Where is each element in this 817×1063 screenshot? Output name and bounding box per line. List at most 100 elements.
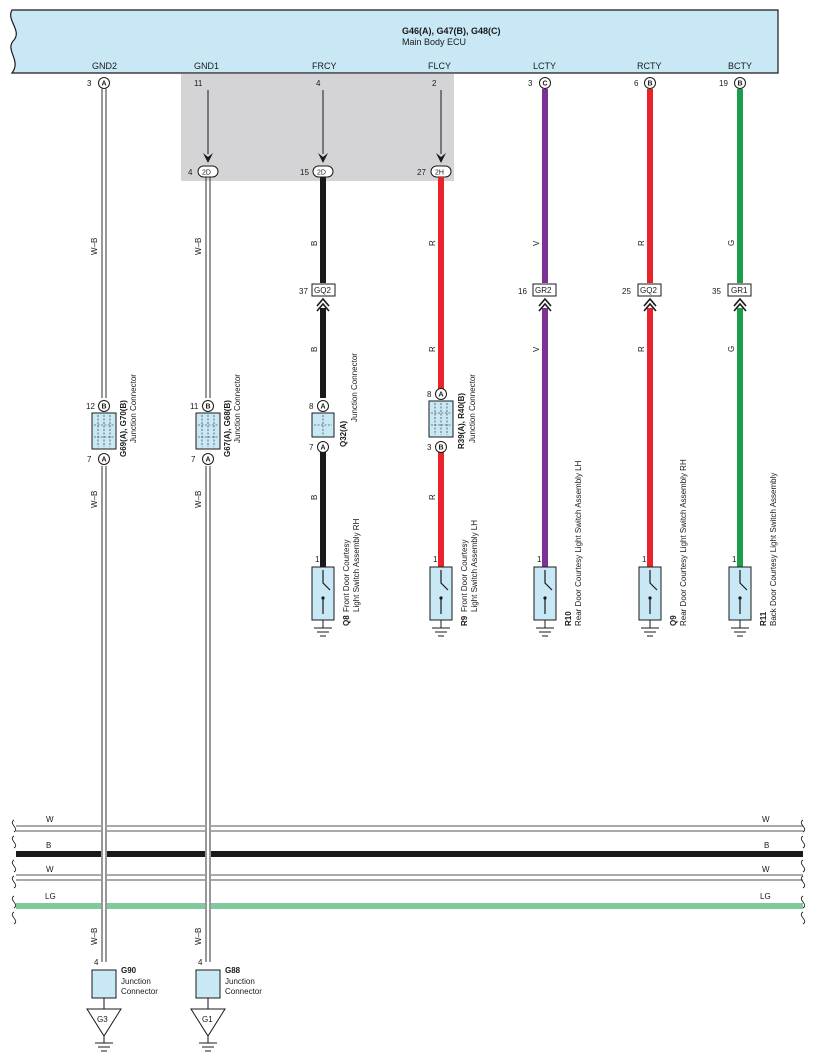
inline-code-3: 2H	[435, 170, 444, 177]
sw-q9-code: Q9	[669, 615, 678, 626]
pin-label-bcty: BCTY	[728, 61, 752, 71]
label-bcty-mid: G	[727, 346, 736, 352]
inline-pin-2: 15	[300, 168, 309, 177]
pin-label-flcy: FLCY	[428, 61, 451, 71]
label-lcty-upper: V	[532, 240, 541, 246]
sw-r10-line1: Rear Door Courtesy Light Switch Assembly…	[574, 460, 583, 626]
pin-label-rcty: RCTY	[637, 61, 662, 71]
label-flcy-lower: R	[428, 494, 437, 500]
sw-q9-line1: Rear Door Courtesy Light Switch Assembly…	[679, 459, 688, 626]
j-g69-top-badge: B	[102, 404, 107, 411]
pin-badge-rcty-text: B	[648, 81, 653, 88]
inline-pin-3: 27	[417, 168, 426, 177]
bus-lines: W W B B W W LG LG	[11, 815, 806, 925]
bus-label-w1-right: W	[762, 815, 770, 824]
inline-code-2: 2D	[317, 170, 326, 177]
j-g67-top-badge: B	[206, 404, 211, 411]
pin-label-frcy: FRCY	[312, 61, 337, 71]
label-lcty-mid: V	[532, 346, 541, 352]
ecu-pin-numbers: 3 A 11 4 2 3 C 6 B 19 B	[87, 77, 746, 89]
sw-r11-code: R11	[759, 611, 768, 626]
pin-num-rcty: 6	[634, 79, 639, 88]
pin-label-gnd2: GND2	[92, 61, 117, 71]
j-q32-desc: Junction Connector	[350, 353, 359, 422]
sw-r11-pin: 1	[732, 555, 737, 564]
j-g69-bottom-badge: A	[102, 457, 107, 464]
sw-q8-line1: Front Door Courtesy	[342, 540, 351, 612]
pin-badge-bcty	[734, 77, 746, 89]
switch-r9: 1 R9 Front Door Courtesy Light Switch As…	[429, 520, 479, 637]
j-r39-top-badge: A	[439, 392, 444, 399]
bottom-junction-g90: 4 G90 Junction Connector G3	[86, 958, 158, 1052]
label-gnd2-upper: W–B	[90, 238, 99, 255]
j-r39-name: R39(A), R40(B)	[457, 393, 466, 449]
sw-r10-pin: 1	[537, 555, 542, 564]
sw-r10-code: R10	[564, 611, 573, 626]
label-gnd1-mid: W–B	[194, 491, 203, 508]
inline-connectors: 4 2D 15 2D 27 2H	[188, 165, 452, 178]
pin-num-frcy: 4	[316, 79, 321, 88]
label-bcty-upper: G	[727, 240, 736, 246]
switch-q9: 1 Q9 Rear Door Courtesy Light Switch Ass…	[638, 459, 688, 637]
junction-g69: 12 B 7 A G69(A), G70(B) Junction Connect…	[86, 374, 138, 465]
pin-num-gnd1: 11	[194, 79, 203, 88]
bj-g88-code: G88	[225, 966, 241, 975]
bj-g88-line1: Junction	[225, 977, 255, 986]
junction-q32: 8 A 7 A Q32(A) Junction Connector	[309, 353, 359, 453]
switch-r11: 1 R11 Back Door Courtesy Light Switch As…	[728, 473, 778, 637]
sw-r11-line1: Back Door Courtesy Light Switch Assembly	[769, 473, 778, 626]
j-g67-bottom-pin: 7	[191, 455, 196, 464]
bus-label-w1-left: W	[46, 815, 54, 824]
inline-code-1: 2D	[202, 170, 211, 177]
pin-num-lcty: 3	[528, 79, 533, 88]
j-r39-bottom-pin: 3	[427, 443, 432, 452]
internal-connector-area	[181, 74, 454, 181]
sw-q8-pin: 1	[315, 555, 320, 564]
label-frcy-upper: B	[310, 241, 319, 246]
bj-g90-line2: Connector	[121, 987, 158, 996]
bus-label-w2-left: W	[46, 865, 54, 874]
bus-label-w2-right: W	[762, 865, 770, 874]
j-r39-top-pin: 8	[427, 390, 432, 399]
ground-g3-label: G3	[97, 1015, 108, 1024]
pin-badge-rcty	[644, 77, 656, 89]
label-flcy-upper: R	[428, 240, 437, 246]
bj-g90-line1: Junction	[121, 977, 151, 986]
gq-pin-1: 37	[299, 287, 308, 296]
pin-badge-bcty-text: B	[738, 81, 743, 88]
pin-badge-gnd2-text: A	[102, 81, 107, 88]
bj-g88-pin: 4	[198, 958, 203, 967]
pin-num-flcy: 2	[432, 79, 437, 88]
gq-connectors: 37 GQ2 16 GR2 25 GQ2 35 GR1	[299, 283, 752, 297]
j-q32-top-pin: 8	[309, 402, 314, 411]
gq-code-1: GQ2	[314, 286, 331, 295]
label-gnd1-upper: W–B	[194, 238, 203, 255]
switch-r10: 1 R10 Rear Door Courtesy Light Switch As…	[533, 460, 583, 637]
pin-num-gnd2: 3	[87, 79, 92, 88]
gnd-wire-crossings	[101, 818, 211, 914]
internal-wires	[207, 90, 442, 154]
gq-pin-4: 35	[712, 287, 721, 296]
wire-lcty	[542, 89, 548, 567]
pin-label-lcty: LCTY	[533, 61, 556, 71]
label-gnd2-bottom: W–B	[90, 928, 99, 945]
j-g67-name: G67(A), G68(B)	[223, 400, 232, 457]
gq-pin-3: 25	[622, 287, 631, 296]
ecu-subtitle: Main Body ECU	[402, 37, 466, 47]
wire-rcty	[647, 89, 653, 567]
j-q32-top-badge: A	[321, 404, 326, 411]
label-flcy-mid: R	[428, 346, 437, 352]
label-gnd2-mid: W–B	[90, 491, 99, 508]
label-frcy-lower: B	[310, 495, 319, 500]
junction-g67: 11 B 7 A G67(A), G68(B) Junction Connect…	[190, 374, 242, 465]
sw-r9-line1: Front Door Courtesy	[460, 540, 469, 612]
wire-color-labels: W–B W–B B R V R G B R V R G W–B W–B B R …	[90, 238, 736, 945]
gq-code-2: GR2	[535, 286, 552, 295]
label-frcy-mid: B	[310, 347, 319, 352]
bus-label-lg-right: LG	[760, 892, 771, 901]
sw-r9-code: R9	[460, 615, 469, 626]
j-q32-bottom-pin: 7	[309, 443, 314, 452]
j-q32-bottom-badge: A	[321, 445, 326, 452]
switch-q8: 1 Q8 Front Door Courtesy Light Switch As…	[311, 518, 361, 637]
